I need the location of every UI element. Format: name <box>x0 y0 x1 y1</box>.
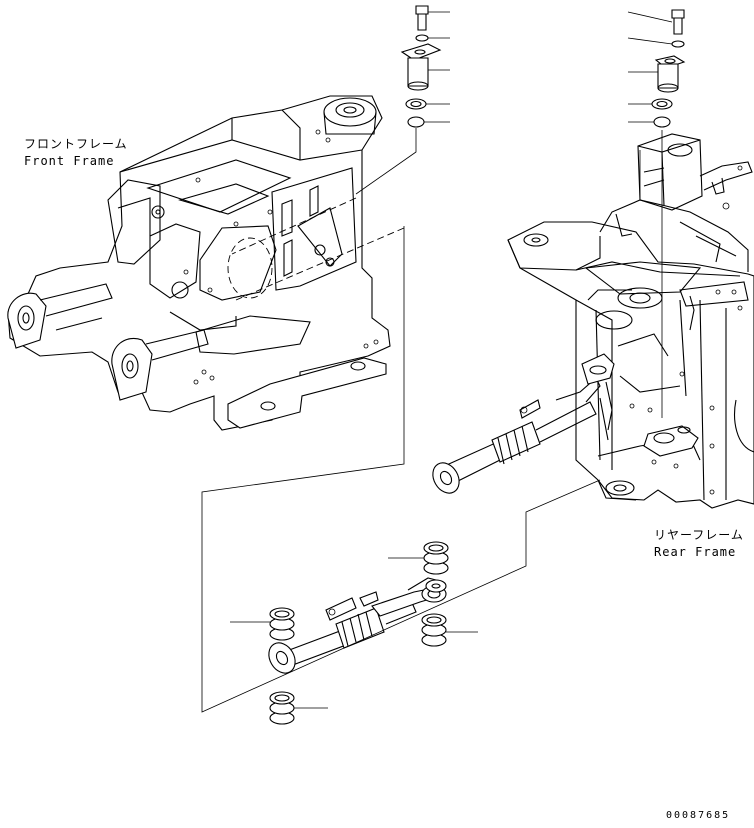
front-frame-label-jp: フロントフレーム <box>24 137 128 151</box>
front-frame <box>7 95 391 431</box>
ring-stack-upper <box>423 541 449 575</box>
drive-shaft-exploded <box>268 577 447 674</box>
rear-frame-label-jp: リヤーフレーム <box>654 528 744 542</box>
leader-lines <box>201 11 673 713</box>
ring-stack-left <box>269 607 295 641</box>
rear-frame-label-en: Rear Frame <box>654 545 737 559</box>
rear-frame <box>507 133 754 509</box>
drive-shaft-installed <box>432 353 615 494</box>
king-pin-parts-right <box>651 9 686 128</box>
drawing-id: 00087685 <box>666 810 731 821</box>
king-pin-parts-left <box>400 5 442 128</box>
ring-stack-right <box>421 613 447 647</box>
front-frame-label-en: Front Frame <box>24 154 115 168</box>
ring-stack-lower <box>269 691 295 725</box>
